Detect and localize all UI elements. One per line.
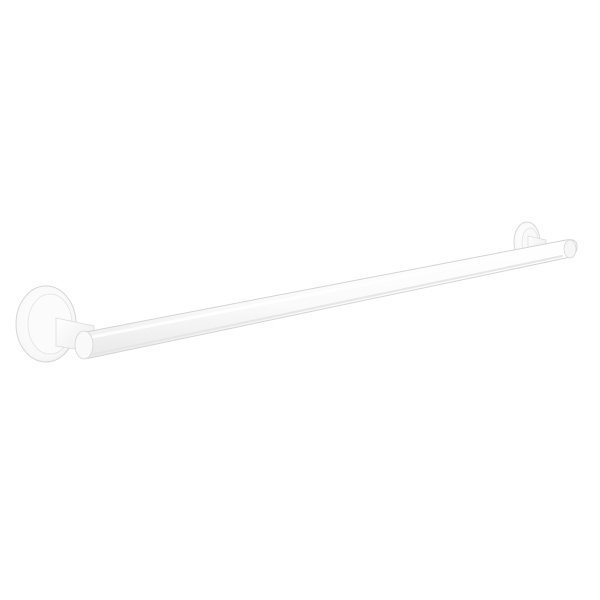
left-rod-end — [74, 330, 94, 360]
towel-rod — [75, 239, 578, 359]
